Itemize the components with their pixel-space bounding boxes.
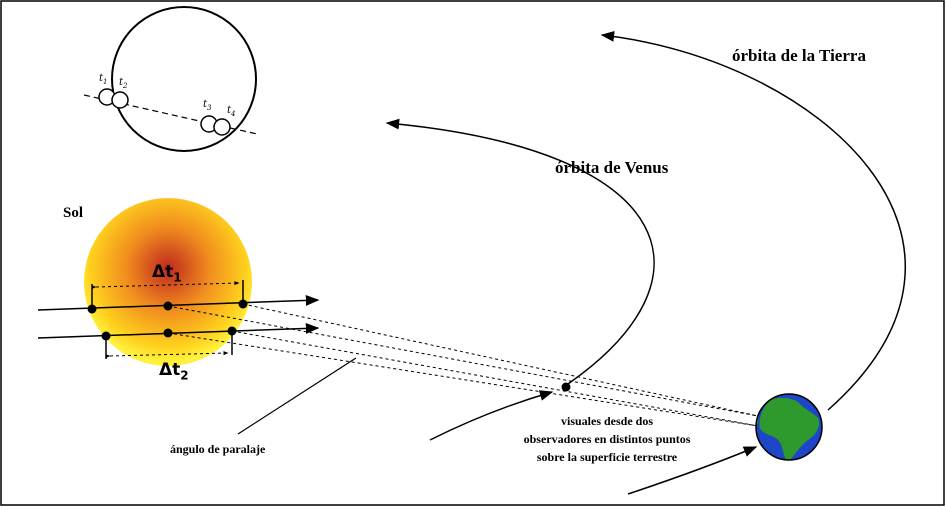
inset-venus-t4	[213, 118, 231, 136]
venus-orbit-curve	[385, 118, 655, 387]
inset-sun-outline	[111, 6, 257, 152]
transit-chord-lower	[37, 323, 320, 339]
sightline-upper-left	[167, 305, 759, 417]
sightlines-caption-line2: observadores en distintos puntos	[523, 432, 691, 446]
inset-label-t1: t1	[99, 73, 108, 86]
inset-venus-t2	[111, 91, 129, 109]
venus-positions	[87, 299, 571, 392]
earth-orbit-label: órbita de la Tierra	[732, 46, 866, 65]
sightlines-caption: visuales desde dos observadores en disti…	[512, 412, 702, 466]
transit-chord-upper	[37, 295, 320, 311]
parallax-angle-label: ángulo de paralaje	[170, 442, 266, 456]
delta-t1-bracket	[91, 280, 244, 306]
sightlines	[167, 303, 759, 427]
venus-point-upper-ingress	[87, 304, 97, 314]
venus-orbit-label: órbita de Venus	[555, 158, 669, 177]
venus-point-upper-mid	[163, 301, 173, 311]
transit-inset	[83, 6, 258, 152]
venus-point-lower-egress	[227, 326, 237, 336]
venus-planet-point	[561, 382, 571, 392]
earth-orbit-curve	[600, 31, 907, 411]
venus-point-lower-mid	[163, 328, 173, 338]
venus-point-upper-egress	[238, 299, 248, 309]
inset-label-t2: t2	[119, 77, 128, 90]
earth-orbit-incoming	[627, 446, 758, 495]
sightlines-caption-line1: visuales desde dos	[560, 414, 654, 428]
venus-point-lower-ingress	[101, 331, 111, 341]
parallax-pointer-line	[237, 357, 357, 435]
inset-label-t4: t4	[227, 105, 236, 118]
delta-t1-label: Δt1	[152, 262, 182, 285]
sightlines-caption-line3: sobre la superficie terrestre	[536, 450, 678, 464]
earth-globe-icon	[755, 393, 823, 461]
sun-label: Sol	[63, 205, 84, 221]
delta-t2-label: Δt2	[159, 360, 189, 383]
delta-t2-bracket	[105, 333, 233, 359]
sightline-upper-right	[242, 303, 759, 417]
inset-label-t3: t3	[203, 99, 212, 112]
venus-orbit-incoming	[429, 390, 554, 441]
sightline-lower-right	[231, 330, 759, 427]
